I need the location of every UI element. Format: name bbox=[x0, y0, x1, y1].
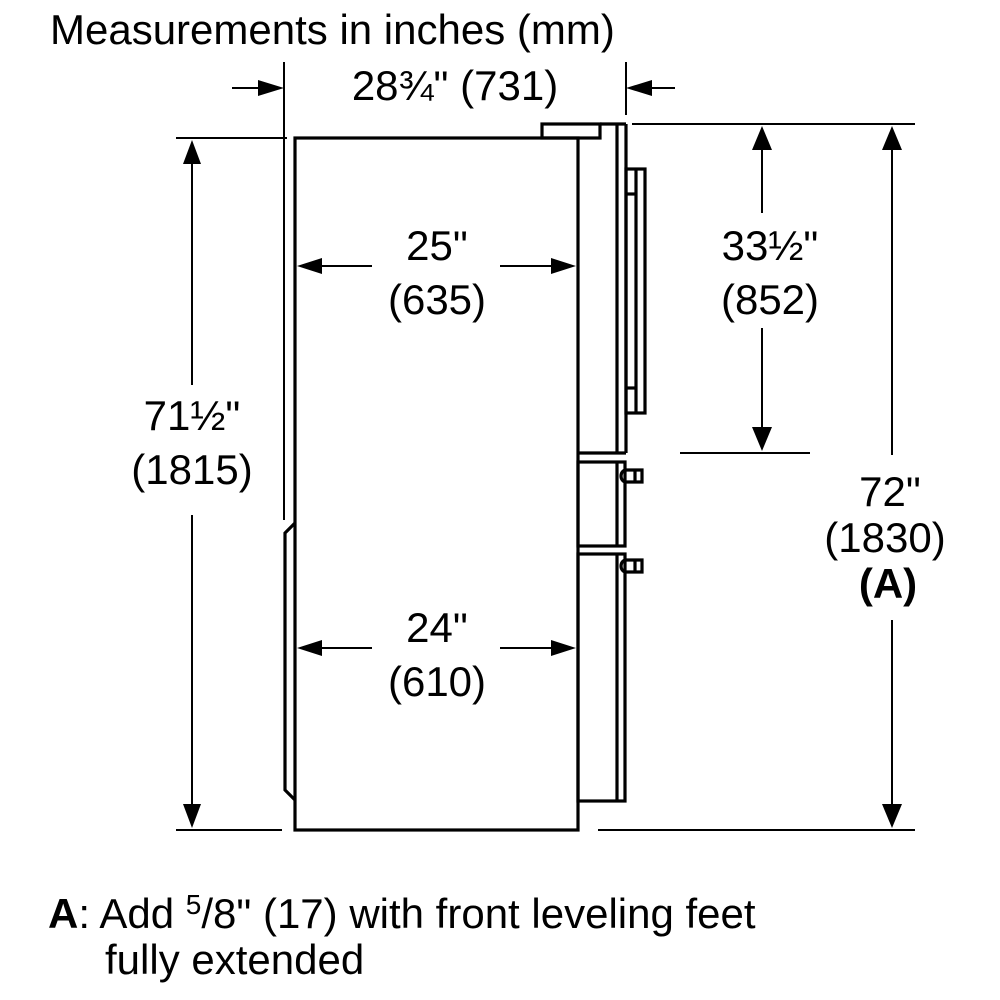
arrow-left-icon bbox=[626, 80, 652, 96]
fraction-numerator: 5 bbox=[186, 889, 202, 920]
middle-drawer bbox=[576, 460, 627, 548]
cabinet-depth-top-dimension: 25" (635) bbox=[297, 222, 576, 323]
arrow-left-icon bbox=[297, 258, 322, 274]
arrow-up-icon bbox=[882, 126, 902, 150]
total-depth-dimension: 28¾" (731) bbox=[232, 62, 675, 520]
cabinet-height-inches: 71½" bbox=[144, 392, 241, 439]
footnote: A: Add 5/8" (17) with front leveling fee… bbox=[48, 889, 756, 983]
total-height-inches: 72" bbox=[859, 468, 921, 515]
fridge-door-height-mm: (852) bbox=[721, 276, 819, 323]
arrow-right-icon bbox=[551, 258, 576, 274]
freezer-drawer bbox=[576, 552, 627, 803]
cabinet-height-dimension: 71½" (1815) bbox=[131, 137, 287, 831]
total-height-dimension: 72" (1830) (A) bbox=[598, 126, 946, 831]
arrow-right-icon bbox=[258, 80, 284, 96]
cabinet-height-mm: (1815) bbox=[131, 446, 252, 493]
diagram-title: Measurements in inches (mm) bbox=[50, 6, 615, 53]
cabinet-depth-bottom-mm: (610) bbox=[388, 658, 486, 705]
fridge-door-height-inches: 33½" bbox=[722, 222, 819, 269]
total-height-mm: (1830) bbox=[824, 514, 945, 561]
arrow-up-icon bbox=[183, 140, 201, 164]
total-depth-label: 28¾" (731) bbox=[352, 62, 558, 109]
cabinet-depth-top-mm: (635) bbox=[388, 276, 486, 323]
total-height-note-ref: (A) bbox=[859, 560, 917, 607]
cabinet-depth-top-inches: 25" bbox=[406, 222, 468, 269]
arrow-left-icon bbox=[297, 640, 322, 656]
arrow-right-icon bbox=[551, 640, 576, 656]
top-hinge-cap bbox=[540, 122, 602, 140]
fridge-door-height-dimension: 33½" (852) bbox=[632, 123, 915, 454]
arrow-down-icon bbox=[882, 804, 902, 828]
cabinet-depth-bottom-dimension: 24" (610) bbox=[297, 604, 576, 705]
cabinet-depth-bottom-inches: 24" bbox=[406, 604, 468, 651]
footnote-line-2: fully extended bbox=[105, 936, 364, 983]
arrow-down-icon bbox=[752, 427, 772, 451]
arrow-up-icon bbox=[752, 126, 772, 150]
footnote-key: A bbox=[48, 890, 78, 937]
footnote-line-1: A: Add 5/8" (17) with front leveling fee… bbox=[48, 889, 756, 937]
arrow-down-icon bbox=[183, 804, 201, 828]
refrigerator-side-view bbox=[283, 122, 647, 832]
rear-compressor-cover bbox=[283, 521, 297, 802]
